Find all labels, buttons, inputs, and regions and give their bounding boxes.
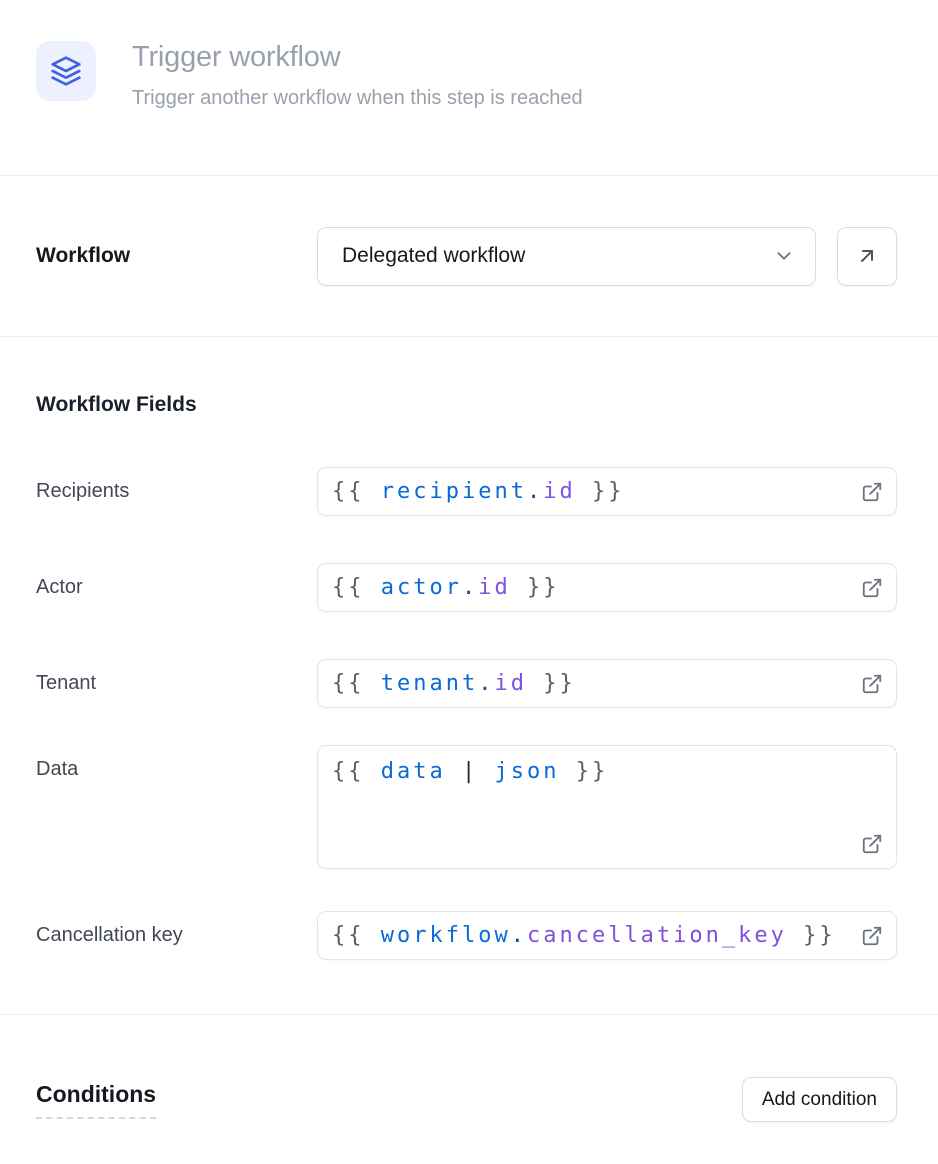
code-token: {{ <box>332 670 381 696</box>
code-token: {{ <box>332 574 381 600</box>
field-row-recipients: Recipients {{ recipient.id }} <box>36 467 897 516</box>
recipients-code-value: {{ recipient.id }} <box>332 479 624 505</box>
code-token: | <box>461 759 479 784</box>
code-token: data <box>380 759 446 784</box>
recipients-label: Recipients <box>36 480 130 502</box>
code-token <box>478 759 494 784</box>
code-token: }} <box>526 670 576 696</box>
external-link-icon[interactable] <box>861 833 883 855</box>
code-token <box>446 759 462 784</box>
data-code-value: {{ data | json }} <box>332 759 608 785</box>
code-token: cancellation_key <box>526 922 787 948</box>
code-token: recipient <box>380 478 527 504</box>
actor-input[interactable]: {{ actor.id }} <box>317 563 897 612</box>
external-link-icon[interactable] <box>861 925 883 947</box>
external-link-icon[interactable] <box>861 577 883 599</box>
code-token: . <box>461 574 479 600</box>
cancellation-key-code-value: {{ workflow.cancellation_key }} <box>332 923 836 949</box>
code-token: . <box>526 478 544 504</box>
add-condition-button[interactable]: Add condition <box>741 1077 897 1122</box>
code-token: }} <box>510 574 560 600</box>
cancellation-key-input[interactable]: {{ workflow.cancellation_key }} <box>317 911 897 960</box>
tenant-label: Tenant <box>36 672 97 694</box>
data-label: Data <box>36 758 79 780</box>
code-token: }} <box>559 759 609 784</box>
cancellation-key-label: Cancellation key <box>36 924 183 946</box>
code-token: {{ <box>332 759 381 784</box>
external-link-icon[interactable] <box>861 481 883 503</box>
code-token: workflow <box>380 922 511 948</box>
conditions-heading: Conditions <box>36 1081 157 1119</box>
code-token: {{ <box>332 478 381 504</box>
code-token: id <box>543 478 576 504</box>
code-token: json <box>494 759 560 784</box>
actor-label: Actor <box>36 576 83 598</box>
workflow-label: Workflow <box>36 244 131 267</box>
recipients-input[interactable]: {{ recipient.id }} <box>317 467 897 516</box>
conditions-section: Conditions Add condition <box>0 1015 938 1164</box>
code-token: actor <box>380 574 462 600</box>
code-token: }} <box>786 922 836 948</box>
code-token: }} <box>575 478 625 504</box>
field-row-cancellation-key: Cancellation key {{ workflow.cancellatio… <box>36 911 897 960</box>
header-titles: Trigger workflow Trigger another workflo… <box>132 41 583 111</box>
workflow-fields-heading: Workflow Fields <box>36 393 197 416</box>
workflow-select-value: Delegated workflow <box>342 244 526 267</box>
arrow-up-right-icon <box>855 244 879 268</box>
panel-header: Trigger workflow Trigger another workflo… <box>0 0 938 176</box>
code-token: {{ <box>332 922 381 948</box>
data-input[interactable]: {{ data | json }} <box>317 745 897 869</box>
workflow-select[interactable]: Delegated workflow <box>317 226 817 286</box>
workflow-fields-section: Workflow Fields Recipients {{ recipient.… <box>0 337 938 1015</box>
field-row-tenant: Tenant {{ tenant.id }} <box>36 659 897 708</box>
code-token: . <box>510 922 527 948</box>
chevron-down-icon <box>773 245 795 267</box>
layers-icon <box>36 41 96 101</box>
actor-code-value: {{ actor.id }} <box>332 575 559 601</box>
page-title: Trigger workflow <box>132 41 341 73</box>
code-token: tenant <box>380 670 479 696</box>
external-link-icon[interactable] <box>861 673 883 695</box>
tenant-input[interactable]: {{ tenant.id }} <box>317 659 897 708</box>
code-token: id <box>478 574 511 600</box>
tenant-code-value: {{ tenant.id }} <box>332 671 576 697</box>
code-token: id <box>494 670 527 696</box>
workflow-selector-row: Workflow Delegated workflow <box>0 176 938 337</box>
open-workflow-button[interactable] <box>837 226 897 286</box>
page-subtitle: Trigger another workflow when this step … <box>132 87 583 109</box>
field-row-data: Data {{ data | json }} <box>36 745 897 869</box>
code-token: . <box>478 670 495 696</box>
field-row-actor: Actor {{ actor.id }} <box>36 563 897 612</box>
